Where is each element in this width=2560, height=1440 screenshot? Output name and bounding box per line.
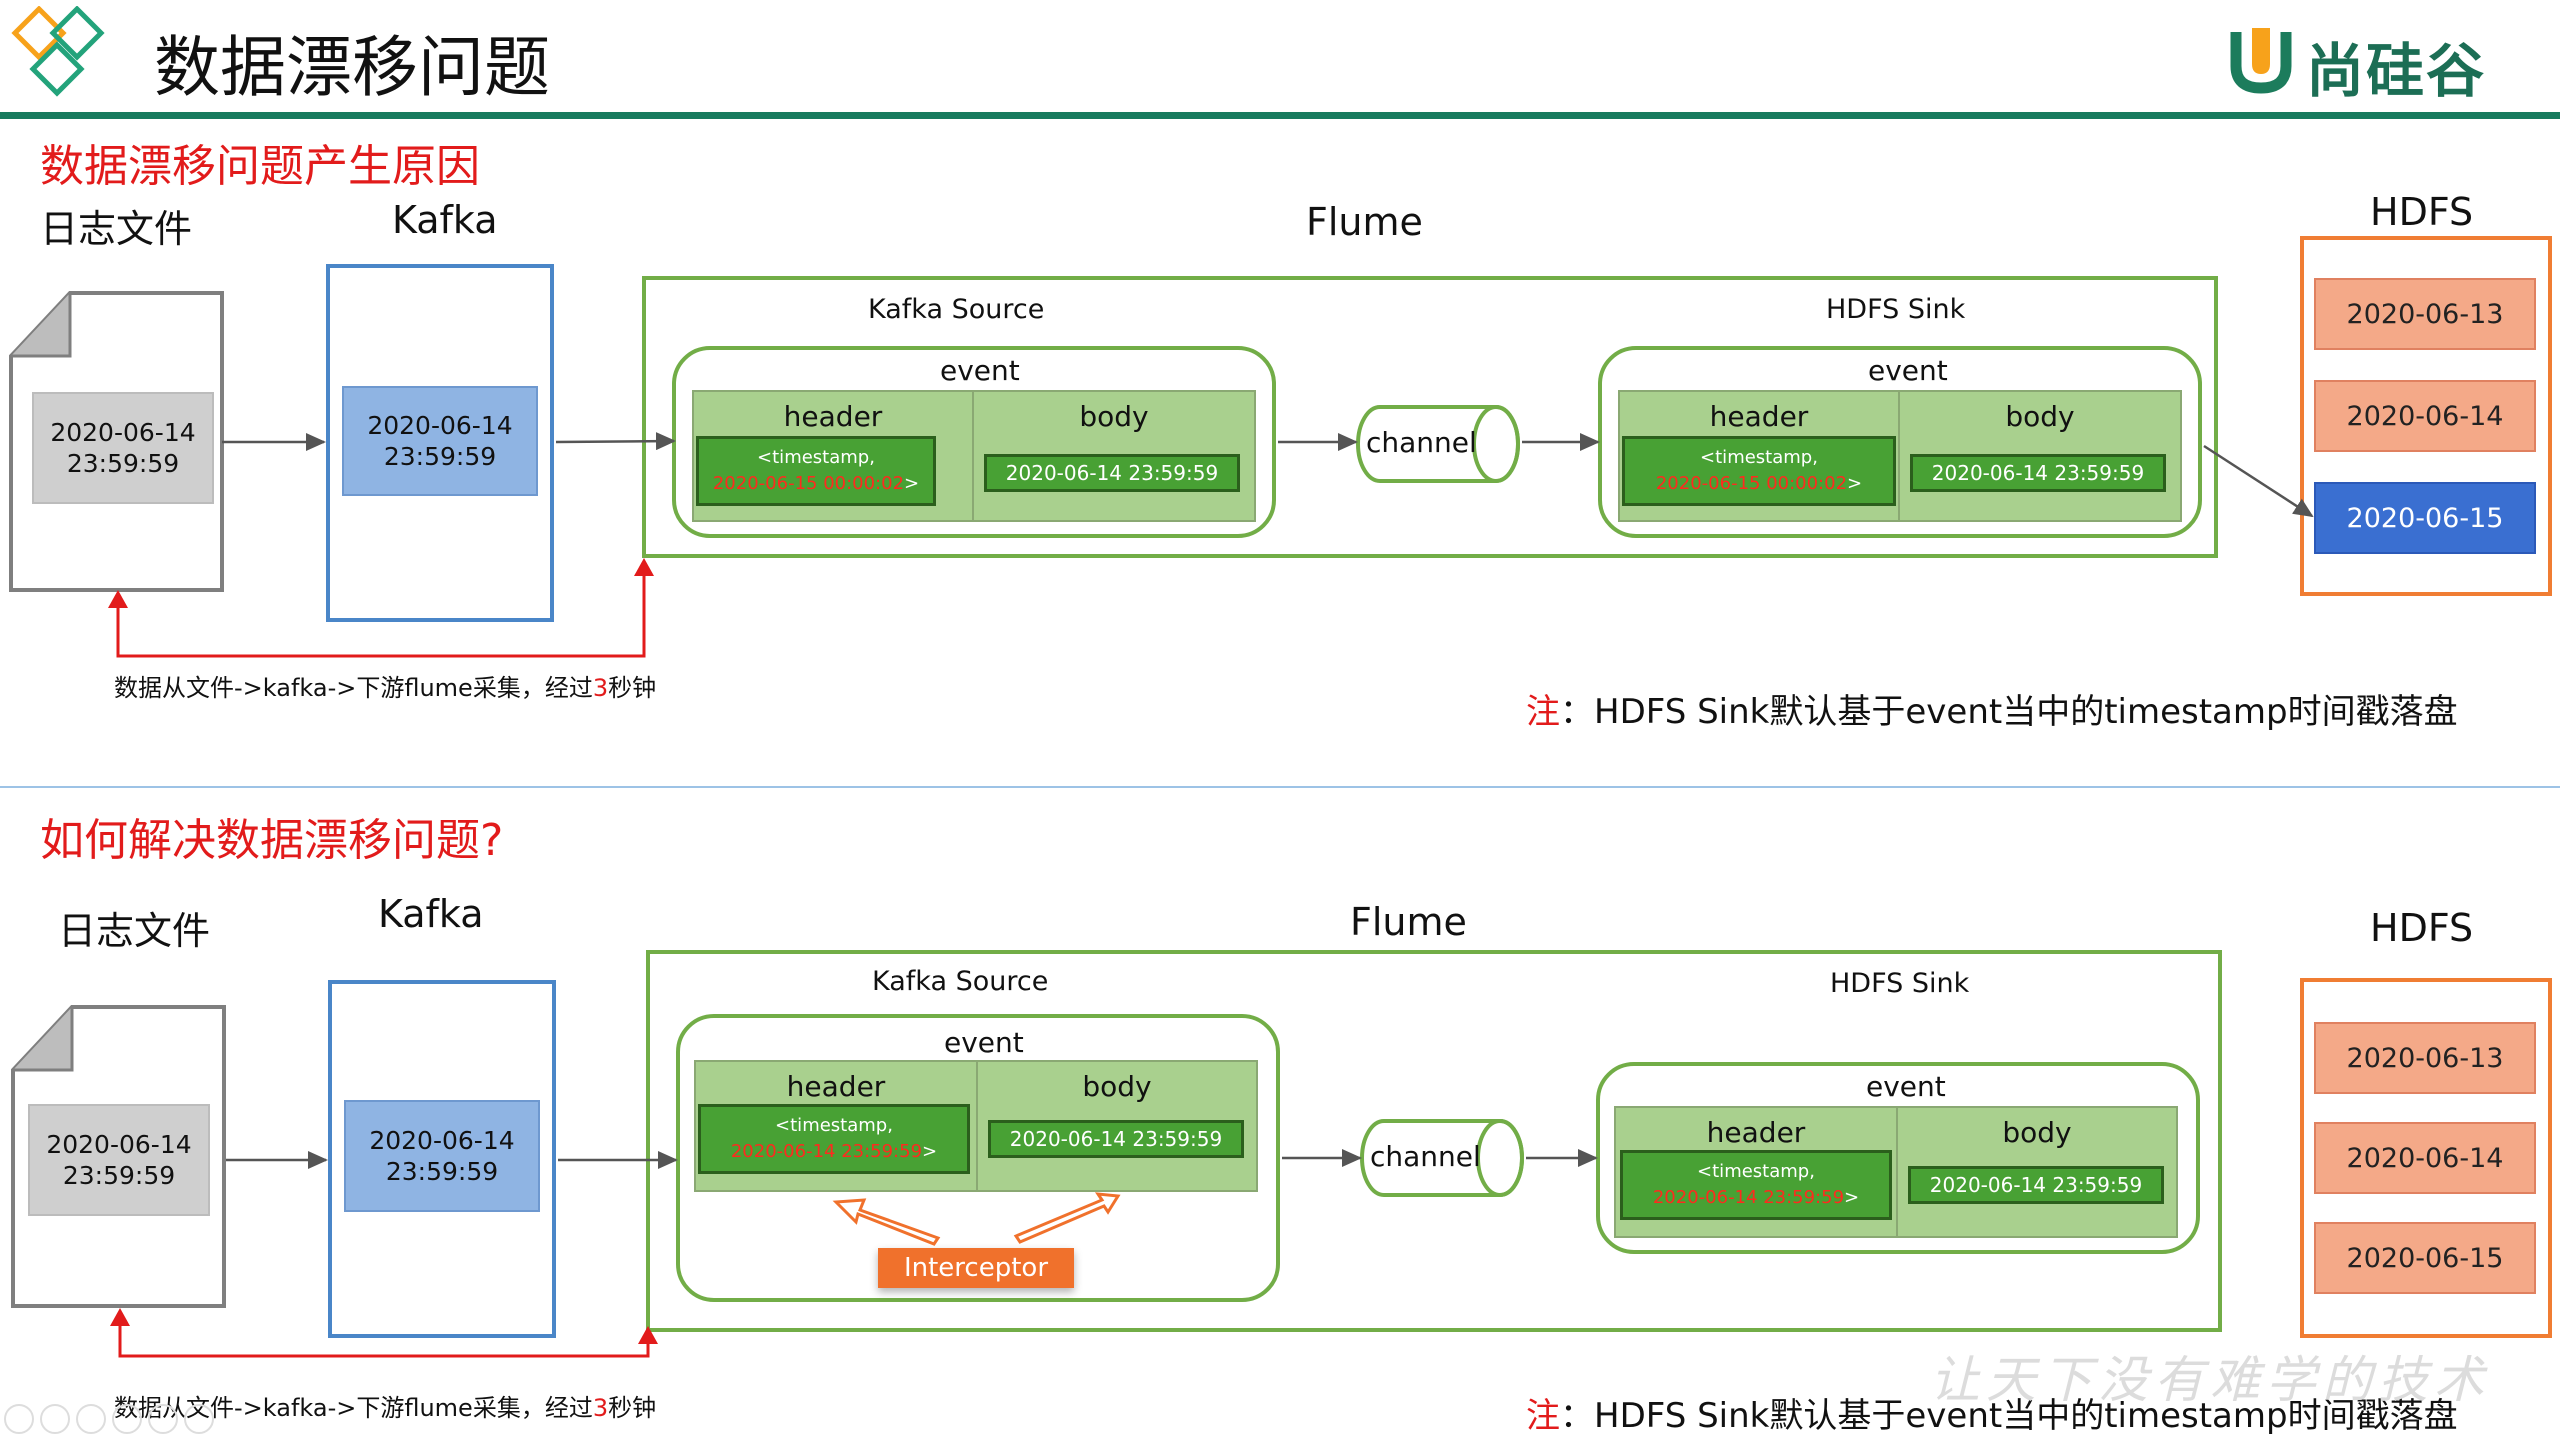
channel-label-2: channel [1370,1140,1481,1173]
sink-body-value-2: 2020-06-14 23:59:59 [1908,1166,2164,1204]
source-timestamp-box: <timestamp,2020-06-15 00:00:02> [696,436,936,506]
sink-body-value: 2020-06-14 23:59:59 [1910,454,2166,492]
sink-note: 注：HDFS Sink默认基于event当中的timestamp时间戳落盘 [1526,692,2458,732]
slide-controls[interactable] [4,1402,224,1436]
hdfs-sink-label: HDFS Sink [1826,294,1966,325]
zoom-icon[interactable] [112,1404,142,1434]
watermark: 让天下没有难学的技术 [1930,1351,2490,1409]
kafka-box [326,264,554,622]
grid-icon[interactable] [148,1404,178,1434]
source-event-label: event [940,354,1020,387]
sink-note-2: 注：HDFS Sink默认基于event当中的timestamp时间戳落盘 [1526,1396,2458,1436]
delay-note: 数据从文件->kafka->下游flume采集，经过3秒钟 [114,674,657,702]
logo-icon [8,5,128,110]
page-title: 数据漂移问题 [154,29,550,106]
next-slide-icon[interactable] [40,1404,70,1434]
hdfs-date-1: 2020-06-13 [2314,278,2536,350]
log-file-label-2: 日志文件 [58,909,211,953]
kafka-label-2: Kafka [378,892,484,936]
source-body-label-2: body [1082,1070,1152,1103]
source-event-container-2 [676,1014,1280,1302]
source-body-value-2: 2020-06-14 23:59:59 [988,1120,1244,1158]
interceptor-button: Interceptor [878,1248,1074,1288]
prev-slide-icon[interactable] [4,1404,34,1434]
hdfs-date-2: 2020-06-14 [2314,380,2536,452]
hdfs-date-2-1: 2020-06-13 [2314,1022,2536,1094]
sink-header-label: header [1709,400,1809,433]
section1-title: 数据漂移问题产生原因 [40,141,480,192]
hdfs-container-2 [2300,978,2552,1338]
brand-name: 尚硅谷 [2306,37,2487,105]
delay-bracket [116,566,646,658]
section2-title: 如何解决数据漂移问题? [40,815,504,866]
log-file-label: 日志文件 [40,207,193,251]
sink-timestamp-box-2: <timestamp,2020-06-14 23:59:59> [1620,1150,1892,1220]
source-body-label: body [1079,400,1149,433]
sink-header-label-2: header [1706,1116,1806,1149]
header-divider [0,112,2560,119]
pen-icon[interactable] [76,1404,106,1434]
hdfs-date-2-3: 2020-06-15 [2314,1222,2536,1294]
channel-cylinder-2 [1360,1118,1526,1198]
source-timestamp-box-2: <timestamp,2020-06-14 23:59:59> [698,1104,970,1174]
flume-label: Flume [1306,200,1423,244]
source-body-value: 2020-06-14 23:59:59 [984,454,1240,492]
section-divider [0,786,2560,788]
delay-bracket-2 [118,1318,650,1358]
source-event-label-2: event [944,1026,1024,1059]
hdfs-date-3: 2020-06-15 [2314,482,2536,554]
sink-event-label: event [1868,354,1948,387]
more-icon[interactable] [184,1404,214,1434]
source-header-label: header [783,400,883,433]
hdfs-date-2-2: 2020-06-14 [2314,1122,2536,1194]
sink-event-container [1598,346,2202,538]
sink-event-label-2: event [1866,1070,1946,1103]
channel-label: channel [1366,426,1477,459]
brand-logo-icon [2228,24,2294,96]
sink-timestamp-box: <timestamp,2020-06-15 00:00:02> [1622,436,1896,506]
flume-frame-2 [646,950,2222,1332]
kafka-box-2 [328,980,556,1338]
flume-frame [642,276,2218,558]
kafka-label: Kafka [392,198,498,242]
flume-label-2: Flume [1350,900,1467,944]
hdfs-label: HDFS [2370,190,2474,234]
channel-cylinder [1356,404,1522,484]
sink-body-label-2: body [2002,1116,2072,1149]
hdfs-label-2: HDFS [2370,906,2474,950]
kafka-source-label: Kafka Source [868,294,1045,325]
arrow-sink-to-hdfs [2203,444,2314,518]
hdfs-container [2300,236,2552,596]
source-header-label-2: header [786,1070,886,1103]
kafka-source-label-2: Kafka Source [872,966,1049,997]
sink-event-container-2 [1596,1062,2200,1254]
arrow-kafka-to-flume [555,432,676,451]
sink-body-label: body [2005,400,2075,433]
hdfs-sink-label-2: HDFS Sink [1830,968,1970,999]
interceptor-arrows [832,1192,1121,1246]
